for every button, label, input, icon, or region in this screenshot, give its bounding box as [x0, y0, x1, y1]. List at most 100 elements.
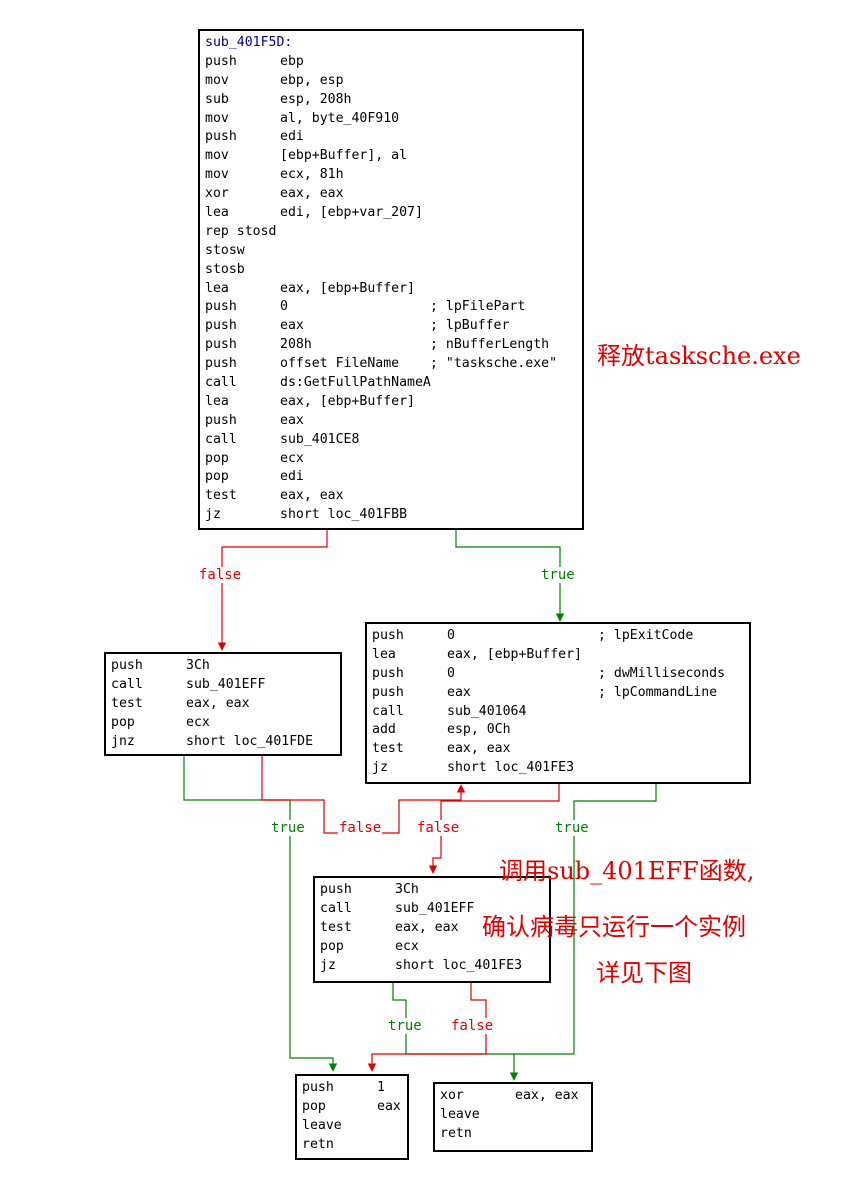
annotation-call-line1: 调用sub_401EFF函数, [499, 857, 755, 885]
instruction-operands: 0 [447, 628, 455, 643]
instruction-operands: [ebp+Buffer], al [280, 148, 408, 164]
instruction-line[interactable]: test eax, eax [320, 919, 549, 938]
instruction-line[interactable]: rep stosd [205, 223, 582, 242]
instruction-mnemonic: lea [205, 393, 229, 409]
instruction-mnemonic: push [205, 53, 237, 69]
instruction-operands: esp, 208h [280, 91, 352, 107]
instruction-operands: sub_401EFF [186, 676, 266, 692]
instruction-mnemonic: call [205, 431, 237, 447]
instruction-line[interactable]: stosw [205, 242, 582, 261]
instruction-mnemonic: test [205, 488, 237, 504]
instruction-mnemonic: push [205, 356, 237, 372]
instruction-operands: short loc_401FBB [280, 507, 408, 523]
edge-label-middle-false: false [450, 1018, 495, 1034]
instruction-line[interactable]: stosb [205, 261, 582, 280]
instruction-comment: ; lpFilePart [430, 299, 526, 315]
instruction-line[interactable]: xor eax, eax [205, 185, 582, 204]
instruction-operands: eax, [ebp+Buffer] [280, 280, 415, 296]
instruction-mnemonic: push [372, 684, 404, 700]
instruction-mnemonic: push [205, 129, 237, 145]
instruction-line[interactable]: leave [440, 1106, 591, 1125]
instruction-mnemonic: push [302, 1080, 334, 1095]
instruction-mnemonic: mov [205, 110, 229, 126]
instruction-operands: short loc_401FE3 [447, 760, 575, 776]
instruction-mnemonic: jz [372, 760, 388, 776]
edge-main-false [217, 529, 328, 651]
instruction-comment: ; lpCommandLine [598, 684, 718, 700]
instruction-line[interactable]: retn [440, 1125, 591, 1144]
edge-label-middle-true: true [387, 1018, 423, 1034]
edge-left-true [183, 755, 338, 1072]
instruction-operands: eax, eax [280, 186, 344, 202]
instruction-mnemonic: push [111, 658, 143, 673]
instruction-mnemonic: test [372, 741, 404, 757]
instruction-line[interactable]: push eax ; lpCommandLine [372, 684, 749, 703]
instruction-line[interactable]: leave [302, 1117, 407, 1136]
instruction-comment: ; "tasksche.exe" [430, 356, 558, 372]
block-label: sub_401F5D: [205, 35, 293, 50]
instruction-operands: edi [280, 469, 304, 485]
instruction-line[interactable]: retn [302, 1136, 407, 1155]
instruction-operands: eax, eax [395, 919, 459, 935]
instruction-mnemonic: test [320, 919, 352, 935]
instruction-operands: 3Ch [395, 882, 419, 897]
instruction-mnemonic: add [372, 722, 396, 738]
instruction-operands: eax, [ebp+Buffer] [447, 646, 582, 662]
instruction-mnemonic: mov [205, 148, 229, 164]
instruction-operands: eax [377, 1098, 401, 1114]
instruction-line[interactable]: jz short loc_401FE3 [372, 759, 749, 778]
instruction-operands: eax [447, 684, 471, 700]
instruction-line[interactable]: mov [ebp+Buffer], al [205, 147, 582, 166]
instruction-mnemonic: xor [205, 186, 229, 202]
edge-right-true [509, 783, 657, 1081]
instruction-operands: ds:GetFullPathNameA [280, 375, 431, 391]
